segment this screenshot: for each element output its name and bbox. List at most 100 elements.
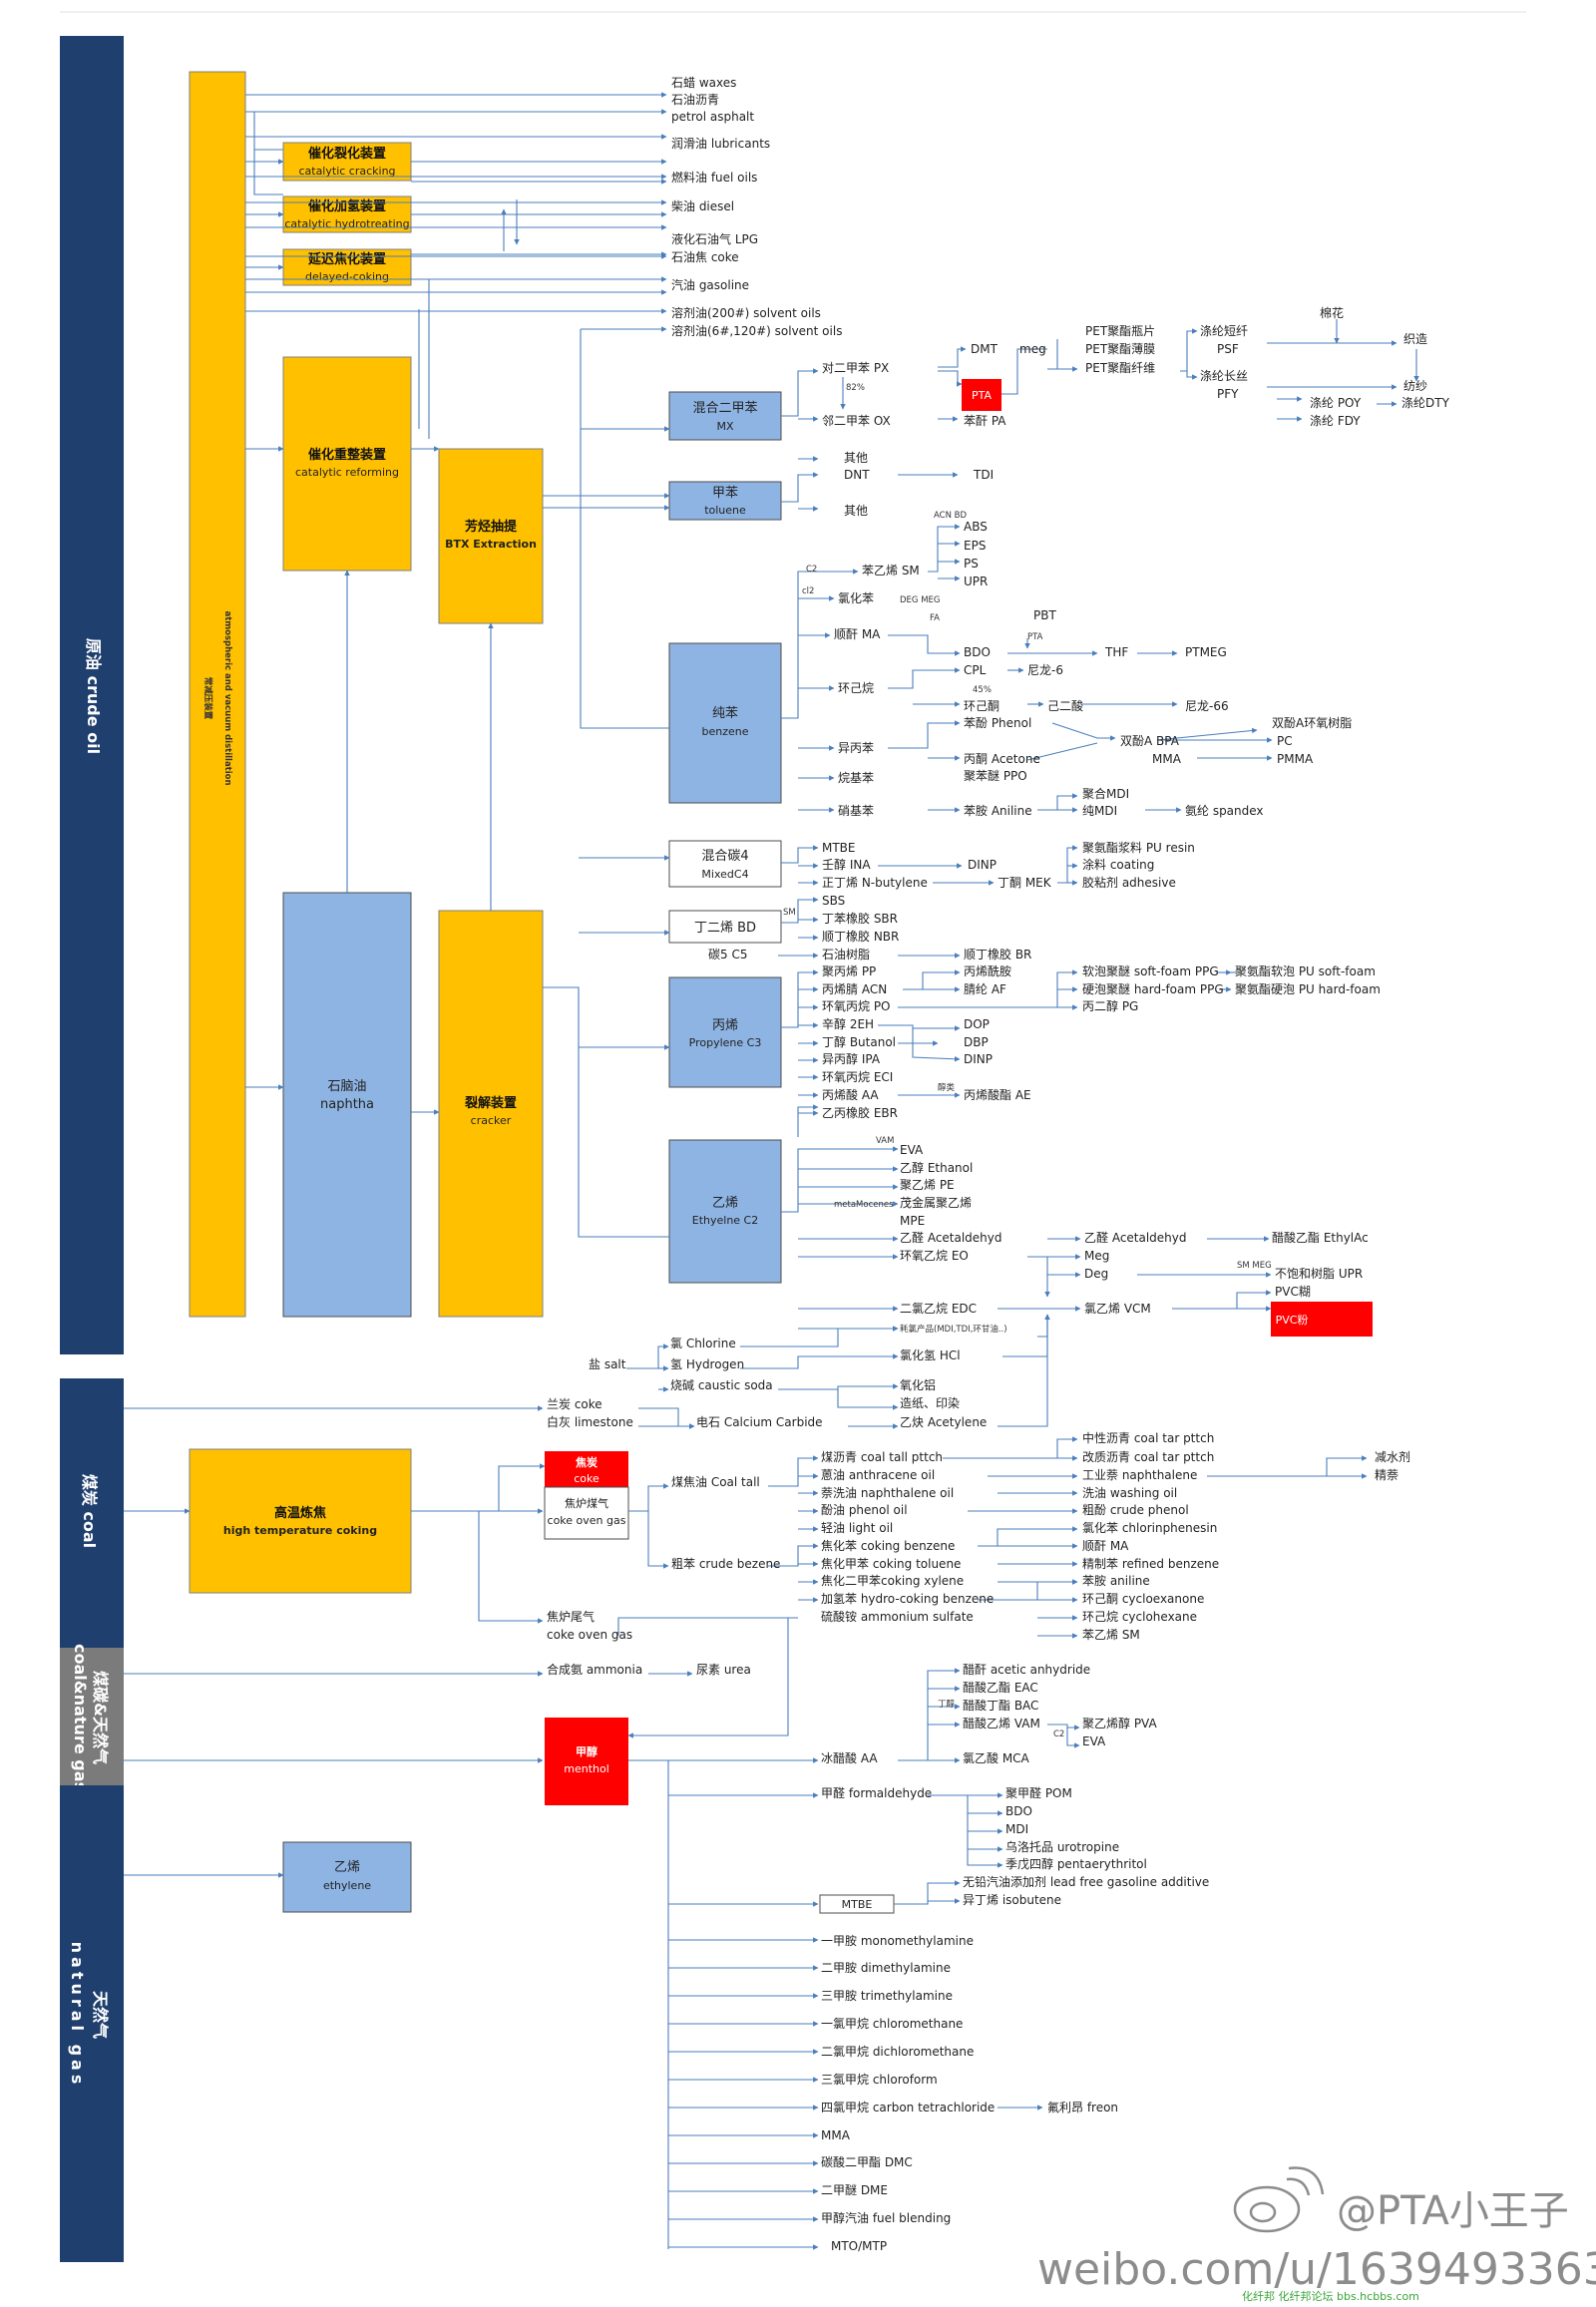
svg-text:焦炭: 焦炭 [575, 1455, 598, 1469]
label-sm: 苯乙烯 SM [862, 564, 920, 577]
label-aniline: 苯胺 Aniline [964, 804, 1032, 818]
svg-text:乙烯: 乙烯 [712, 1196, 738, 1211]
label-bac: 醋酸丁酯 BAC [963, 1698, 1038, 1713]
label-washoil: 萘洗油 naphthalene oil [821, 1486, 954, 1500]
connector-184 [978, 1579, 1078, 1601]
label-cpl: CPL [964, 663, 987, 677]
label-dcm: 二氯甲烷 dichloromethane [821, 2045, 974, 2059]
label-petcoke: 石油焦 coke [671, 250, 739, 264]
label-cyc: 环己烷 [838, 681, 874, 695]
delayed-coking-box: 延迟焦化装置 delayed-coking [282, 248, 412, 286]
label-dme: 二甲醚 DME [821, 2183, 888, 2197]
label-mpe2: MPE [900, 1214, 925, 1228]
connector-88 [1037, 793, 1078, 811]
label-mek: 丁酮 MEK [998, 876, 1052, 890]
connector-148 [740, 1353, 899, 1369]
label-lubricants: 润滑油 lubricants [671, 137, 770, 151]
label-pp: 聚丙烯 PP [822, 964, 876, 978]
label-ptmeg: PTMEG [1185, 645, 1227, 659]
label-mma3: MMA [821, 2128, 851, 2142]
connector-161 [628, 1483, 669, 1512]
methanol-box: 甲醇 menthol [545, 1718, 628, 1805]
label-cyclohexanone: 环己酮 cycloexanone [1082, 1592, 1204, 1606]
connector-163 [768, 1455, 819, 1487]
connector-151 [837, 1389, 899, 1410]
label-bdo2: BDO [1005, 1804, 1032, 1818]
svg-text:coke: coke [574, 1472, 599, 1485]
connector-173 [943, 1436, 1078, 1459]
label-eva2: EVA [1082, 1734, 1106, 1748]
weibo-watermark: @PTA小王子 weibo.com/u/1639493363 化纤邦 化纤邦论坛… [1037, 2166, 1596, 2303]
label-mpitch: 中性沥青 coal tar pttch [1082, 1430, 1214, 1445]
label-solvent6: 溶剂油(6#,120#) solvent oils [671, 323, 842, 338]
label-formal: 甲醛 formaldehyde [821, 1785, 932, 1800]
mtbe-box: MTBE [819, 1894, 895, 1914]
label-af: 腈纶 AF [964, 982, 1006, 996]
connector-168 [768, 1543, 819, 1567]
coal-natgas-en: coal&nature gas [71, 1644, 90, 1791]
label-hydrobz: 加氢苯 hydro-coking benzene [821, 1591, 994, 1606]
connector-83 [1026, 742, 1098, 761]
connector-215 [1047, 1724, 1080, 1730]
label-coaltar: 煤焦油 Coal tall [671, 1475, 760, 1489]
connector-223 [894, 1880, 961, 1905]
label-puf1: 聚氨酯软泡 PU soft-foam [1235, 964, 1376, 978]
label-washing: 洗油 washing oil [1082, 1486, 1177, 1500]
label-coating: 涂料 coating [1082, 857, 1154, 872]
mx-box: 混合二甲苯 MX [668, 391, 782, 441]
label-weave: 织造 [1403, 332, 1427, 346]
ethylene-gas-box: 乙烯 ethylene [282, 1841, 412, 1913]
label-other2: 其他 [844, 504, 868, 518]
svg-text:MX: MX [716, 420, 733, 433]
svg-text:Ethyelne C2: Ethyelne C2 [692, 1214, 758, 1227]
connector-104 [781, 969, 819, 1028]
label-urea: 尿素 urea [696, 1663, 751, 1677]
label-asphalt_en: petrol asphalt [671, 110, 754, 124]
connector-45 [1001, 348, 1047, 395]
connector-149 [1002, 1314, 1050, 1357]
svg-text:甲苯: 甲苯 [712, 486, 738, 501]
svg-text:高温炼焦: 高温炼焦 [274, 1505, 326, 1521]
svg-text:常减压装置: 常减压装置 [202, 677, 213, 720]
catalytic-cracking-box: 催化裂化装置 catalytic cracking [282, 142, 412, 182]
svg-text:PVC粉: PVC粉 [1276, 1314, 1309, 1327]
label-pg: 丙二醇 PG [1082, 998, 1138, 1013]
label-eps: EPS [964, 539, 986, 553]
natgas-en: natural gas [68, 1942, 87, 2089]
label-acetald1: 乙醛 Acetaldehyd [900, 1230, 1002, 1245]
label-n66: 尼龙-66 [1185, 699, 1229, 713]
label-alumina: 氧化铝 [900, 1377, 936, 1392]
connector-152 [998, 1314, 1050, 1427]
connector-140 [1172, 1290, 1272, 1310]
label-ppg2: 硬泡聚醚 hard-foam PPG [1082, 982, 1224, 996]
label-mtbe: MTBE [822, 841, 856, 855]
label-fdy: 涤纶 FDY [1310, 414, 1361, 428]
label-fa: FA [930, 613, 940, 623]
label-edc: 二氯乙烷 EDC [900, 1302, 977, 1316]
label-nitro: 硝基苯 [838, 804, 874, 818]
label-mdi2: MDI [1005, 1822, 1028, 1836]
label-dma: 二甲胺 dimethylamine [821, 1961, 951, 1975]
svg-text:catalytic reforming: catalytic reforming [295, 466, 399, 479]
label-clbz: 氯化苯 [838, 591, 874, 605]
label-smmeg: SM MEG [1237, 1261, 1272, 1271]
label-refbz: 精制苯 refined benzene [1082, 1557, 1219, 1571]
label-pmdi: 聚合MDI [1082, 786, 1129, 801]
label-dnt: DNT [844, 468, 870, 482]
label-asphalt_cn: 石油沥青 [671, 93, 719, 107]
connector-136 [1027, 1256, 1081, 1278]
connector-91 [781, 845, 819, 864]
svg-text:cracker: cracker [471, 1114, 512, 1127]
label-pitch: 煤沥青 coal tall pttch [821, 1450, 943, 1464]
svg-text:BTX Extraction: BTX Extraction [445, 538, 537, 551]
label-chlorbz: 氯化苯 chlorinphenesin [1082, 1521, 1217, 1535]
label-adipic: 己二酸 [1047, 698, 1083, 713]
svg-text:乙烯: 乙烯 [334, 1860, 360, 1875]
label-upr: UPR [964, 575, 988, 588]
label-pbt: PBT [1033, 608, 1056, 622]
svg-text:催化裂化装置: 催化裂化装置 [308, 146, 386, 162]
svg-text:benzene: benzene [701, 725, 748, 738]
label-lightoil: 轻油 light oil [821, 1521, 893, 1535]
svg-text:混合碳4: 混合碳4 [701, 849, 748, 864]
butadiene-box: 丁二烯 BD [668, 910, 782, 944]
